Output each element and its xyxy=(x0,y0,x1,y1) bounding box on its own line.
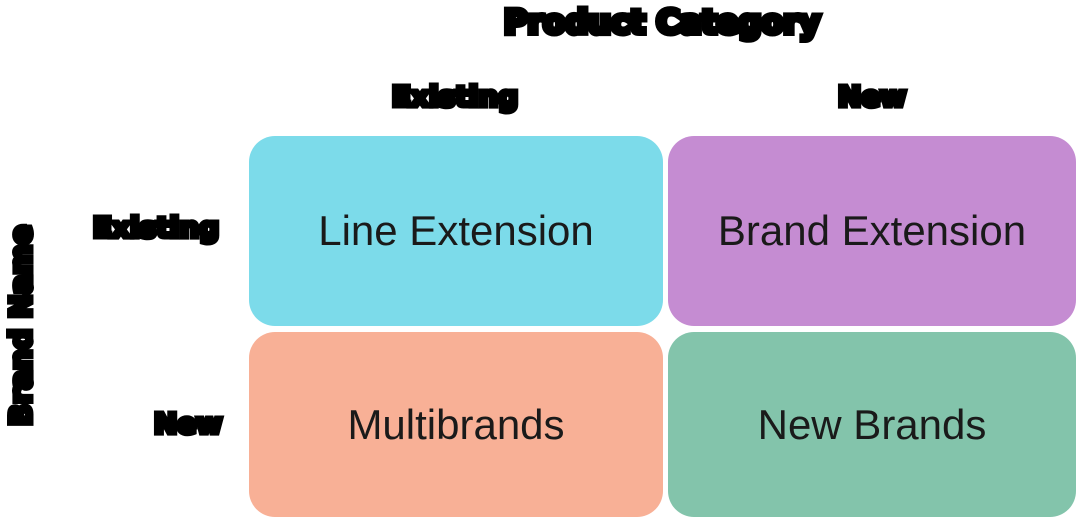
quadrant-label: Brand Extension xyxy=(717,207,1027,254)
quadrant-brand-extension: Brand Extension xyxy=(668,136,1076,326)
y-axis-title: Brand Name xyxy=(2,222,41,428)
x-axis-title: Product Category xyxy=(501,0,823,44)
quadrant-new-brands: New Brands xyxy=(668,332,1076,517)
row-label-existing: Existing xyxy=(90,209,221,247)
row-label-new: New xyxy=(151,405,224,443)
quadrant-line-extension: Line Extension xyxy=(249,136,663,326)
column-header-existing: Existing xyxy=(389,78,520,116)
quadrant-label: New Brands xyxy=(757,400,987,448)
quadrant-label: Multibrands xyxy=(347,400,565,448)
quadrant-label: Line Extension xyxy=(318,207,594,254)
column-header-new: New xyxy=(835,78,908,116)
quadrant-multibrands: Multibrands xyxy=(249,332,663,517)
